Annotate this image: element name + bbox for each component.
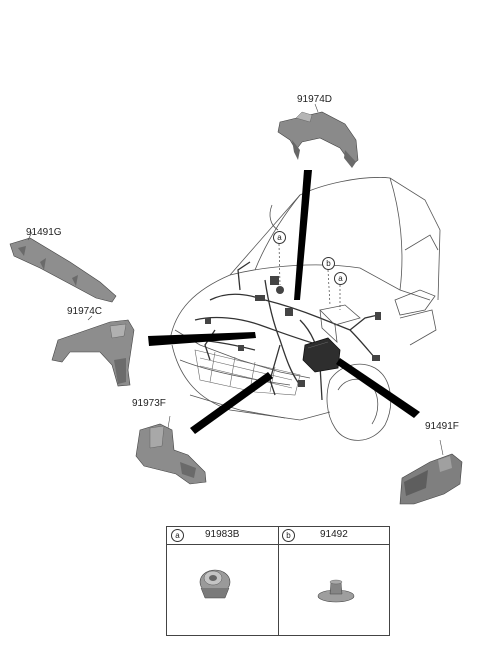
front-grille	[194, 349, 301, 396]
label-91973f: 91973F	[132, 398, 166, 409]
label-91491g: 91491G	[26, 227, 62, 238]
label-91974d: 91974D	[297, 94, 333, 105]
part-91974d-shape	[277, 103, 359, 168]
callout-leaders	[278, 243, 341, 310]
fastener-91492-shape	[317, 579, 355, 603]
callout-a-right: a	[334, 272, 347, 285]
part-91974c-shape	[51, 315, 135, 387]
callout-b: b	[322, 257, 335, 270]
junction-box	[302, 337, 341, 373]
wiring-harness	[189, 261, 379, 401]
label-91491f: 91491F	[425, 421, 459, 432]
part-91491g-shape	[9, 231, 117, 303]
legend-part-91492: 91492	[320, 529, 348, 540]
part-91973f-shape	[135, 415, 207, 485]
legend-letter-a: a	[171, 529, 184, 542]
part-91491f-shape	[399, 439, 463, 505]
legend-part-91983b: 91983B	[205, 529, 240, 540]
callout-a-left: a	[273, 231, 286, 244]
legend-letter-b: b	[282, 529, 295, 542]
car-body	[169, 177, 441, 441]
harness-connectors	[205, 276, 381, 387]
legend-divider	[278, 527, 279, 635]
fastener-legend-table: a 91983B b 91492	[166, 526, 390, 636]
battery-tray	[319, 304, 361, 344]
pointer-bands	[148, 170, 420, 434]
fastener-91983b-shape	[199, 569, 231, 599]
label-91974c: 91974C	[67, 306, 103, 317]
